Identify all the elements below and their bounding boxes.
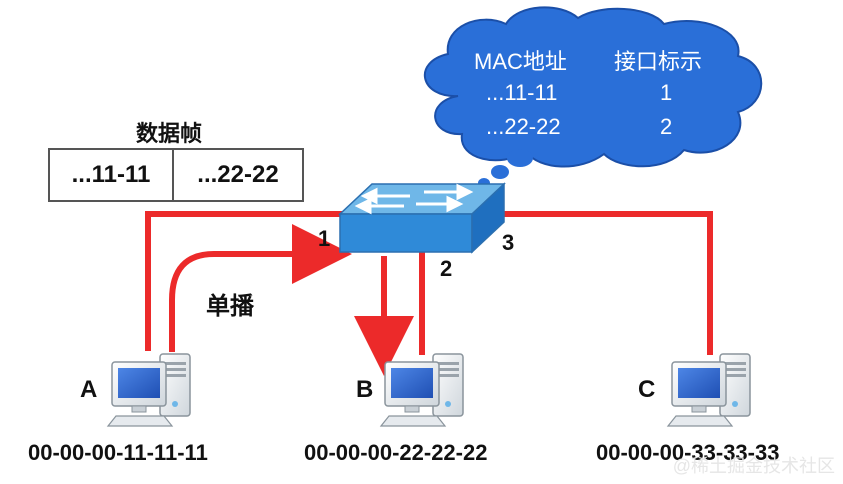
network-links bbox=[145, 211, 713, 355]
host-c-mac: 00-00-00-33-33-33 bbox=[596, 440, 780, 465]
network-switch-icon bbox=[338, 182, 506, 254]
host-c-letter: C bbox=[638, 376, 656, 403]
desktop-computer-icon-c bbox=[667, 353, 751, 427]
watermark: @稀土掘金技术社区 bbox=[672, 456, 835, 476]
port-label-3: 3 bbox=[502, 230, 515, 255]
unicast-arrow-in bbox=[169, 224, 352, 352]
frame-cell-src: ...22-22 bbox=[172, 148, 304, 202]
unicast-label: 单播 bbox=[206, 293, 254, 320]
host-b-mac: 00-00-00-22-22-22 bbox=[304, 440, 488, 465]
frame-title: 数据帧 bbox=[136, 121, 203, 146]
link-host-c-port-3 bbox=[503, 211, 713, 355]
cloud-header-mac: MAC地址 bbox=[474, 49, 567, 74]
cloud-header-port: 接口标示 bbox=[614, 49, 703, 74]
frame-cell-dst: ...11-11 bbox=[48, 148, 174, 202]
host-a-mac: 00-00-00-11-11-11 bbox=[28, 440, 208, 465]
cloud-row-1-port: 1 bbox=[660, 80, 673, 105]
desktop-computer-icon-b bbox=[380, 353, 464, 427]
thought-cloud bbox=[423, 6, 763, 188]
desktop-computer-icon-a bbox=[107, 353, 191, 427]
cloud-row-1-mac: ...11-11 bbox=[486, 80, 558, 105]
port-label-2: 2 bbox=[440, 256, 453, 281]
cloud-row-2-port: 2 bbox=[660, 114, 673, 139]
cloud-row-2-mac: ...22-22 bbox=[486, 114, 561, 139]
host-b-letter: B bbox=[356, 376, 374, 403]
port-label-1: 1 bbox=[318, 226, 331, 251]
link-host-a-port-1 bbox=[145, 211, 343, 351]
host-a-letter: A bbox=[80, 376, 98, 403]
